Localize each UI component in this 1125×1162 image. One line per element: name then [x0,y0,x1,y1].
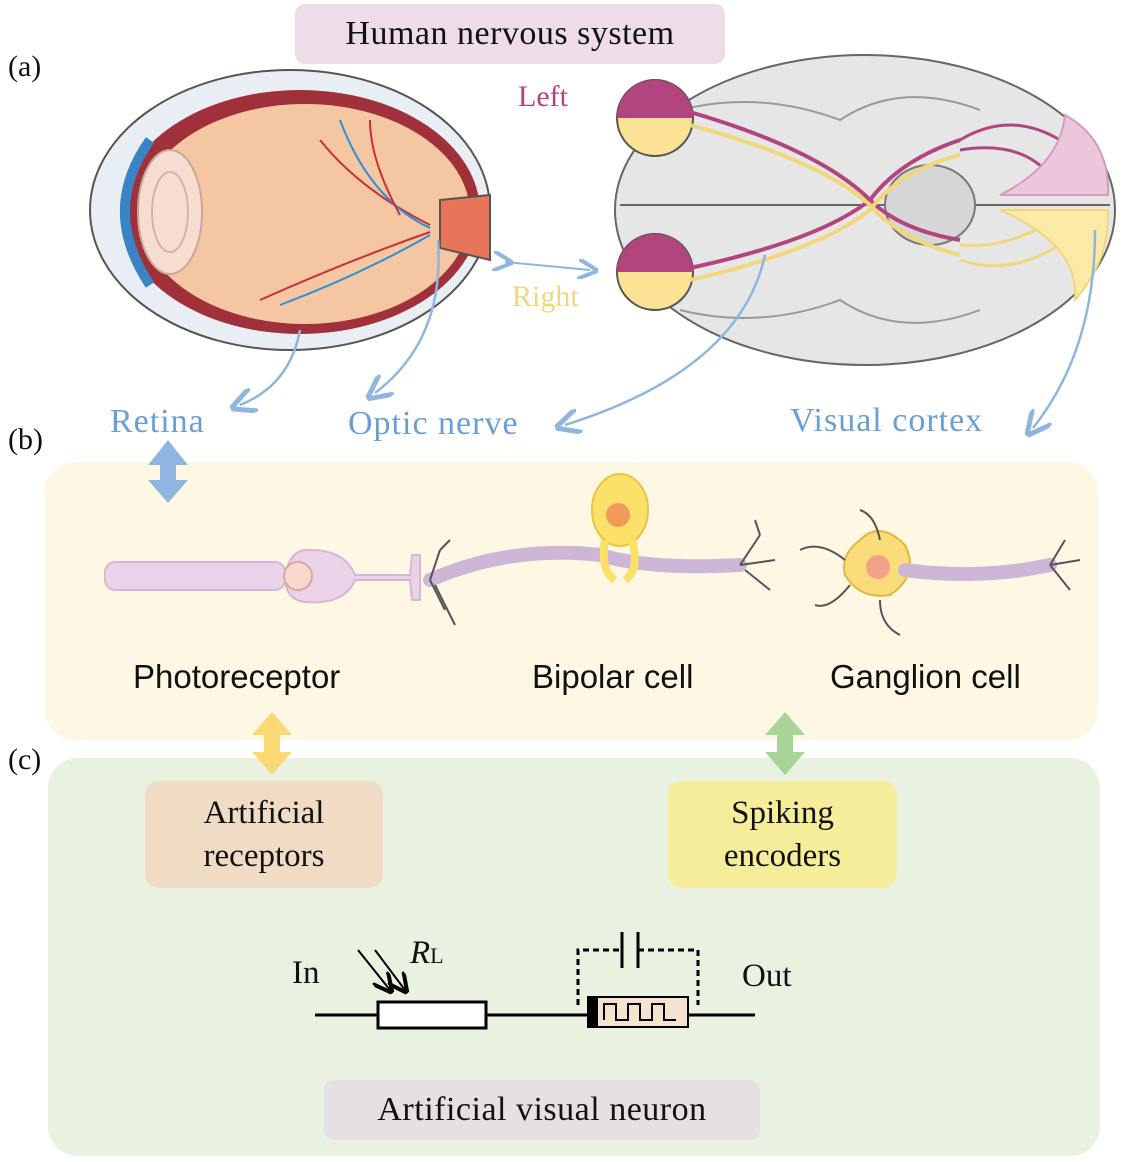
optic-nerve-label: Optic nerve [348,405,519,442]
artificial-receptors-label: Artificial receptors [203,794,325,874]
spiking-encoders-label: Spiking encoders [723,794,842,874]
title-box: Human nervous system [295,4,725,64]
photoreceptor-illustration [104,548,421,604]
optic-nerve-callout-arrow-b [565,254,767,425]
artificial-visual-neuron-box: Artificial visual neuron [324,1080,760,1140]
eye-illustration [89,69,491,351]
circuit-diagram [315,932,755,1030]
photoreceptor-label: Photoreceptor [133,658,341,695]
artificial-receptors-box: Artificial receptors [145,781,383,888]
right-label: Right [512,280,579,313]
ganglion-cell-label: Ganglion cell [830,658,1021,695]
light-arrow-1 [357,949,390,990]
photoresistor-symbol [376,1000,488,1030]
bipolar-cell-illustration [423,473,776,626]
panel-label-b: (b) [8,423,43,456]
optic-nerve-callout-arrow-a [375,239,440,393]
panel-b-background [45,462,1098,740]
receptor-block-arrow [252,712,292,775]
visual-cortex-label: Visual cortex [790,402,984,439]
resistor-label-sub: L [430,943,444,968]
resistor-label: RL [410,935,444,972]
retina-label: Retina [110,403,205,440]
resistor-label-main: R [410,935,431,971]
artificial-visual-neuron-label: Artificial visual neuron [377,1090,707,1128]
circuit-in-label: In [292,955,320,991]
spiking-encoders-box: Spiking encoders [668,781,897,888]
diagram-title: Human nervous system [345,15,675,52]
panel-label-a: (a) [8,50,42,83]
panel-label-c: (c) [8,743,42,776]
encoder-block-arrow [765,712,805,775]
circuit-out-label: Out [742,958,792,994]
retina-photoreceptor-block-arrow [148,440,188,503]
light-arrow-2 [374,949,405,990]
visual-cortex-callout-arrow [1033,229,1097,428]
left-label: Left [518,80,568,113]
ganglion-cell-illustration [799,509,1081,636]
eye-brain-double-arrow [505,262,590,270]
bipolar-cell-label: Bipolar cell [532,658,694,695]
brain-illustration [614,54,1116,366]
spiking-device-symbol [587,996,689,1028]
capacitor-dashed-loop [576,948,700,1005]
retina-callout-arrow [240,329,302,405]
